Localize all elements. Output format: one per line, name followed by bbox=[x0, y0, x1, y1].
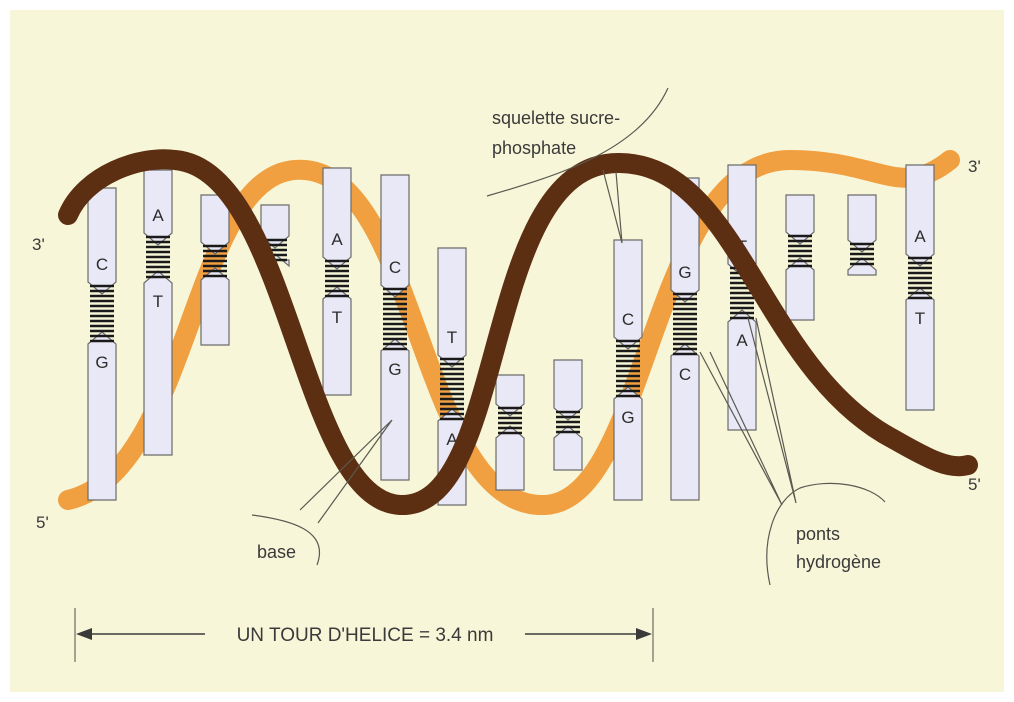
base-letter-bottom: G bbox=[95, 353, 108, 372]
base-pair: AT bbox=[144, 170, 172, 455]
base-pair: GC bbox=[671, 178, 699, 500]
base-pair: CG bbox=[88, 188, 116, 500]
base-bottom bbox=[906, 288, 934, 410]
hbond-label-line1: ponts bbox=[796, 524, 840, 544]
base-top bbox=[614, 240, 642, 349]
base-letter-top: A bbox=[914, 227, 926, 246]
base-bottom bbox=[323, 287, 351, 395]
base-letter-bottom: A bbox=[736, 331, 748, 350]
hbond-label-line2: hydrogène bbox=[796, 552, 881, 572]
base-letter-top: C bbox=[96, 255, 108, 274]
strand-end-right-top: 3' bbox=[968, 157, 981, 176]
base-pair bbox=[848, 195, 876, 275]
base-top bbox=[906, 165, 934, 266]
base-letter-top: G bbox=[678, 263, 691, 282]
base-pair: AT bbox=[906, 165, 934, 410]
base-top bbox=[381, 175, 409, 297]
base-label: base bbox=[257, 542, 296, 562]
hydrogen-bonds bbox=[908, 258, 932, 298]
base-letter-bottom: T bbox=[332, 308, 342, 327]
base-letter-bottom: G bbox=[388, 360, 401, 379]
base-bottom bbox=[201, 268, 229, 345]
base-letter-bottom: T bbox=[153, 292, 163, 311]
base-letter-top: C bbox=[622, 310, 634, 329]
hydrogen-bonds bbox=[440, 359, 464, 419]
strand-end-right-bottom: 5' bbox=[968, 475, 981, 494]
backbone-label-line2: phosphate bbox=[492, 138, 576, 158]
hydrogen-bonds bbox=[383, 289, 407, 349]
base-letter-top: A bbox=[152, 206, 164, 225]
strand-end-left-bottom: 5' bbox=[36, 513, 49, 532]
base-pair bbox=[496, 375, 524, 490]
base-letter-top: C bbox=[389, 258, 401, 277]
base-top bbox=[323, 168, 351, 269]
backbone-label-line1: squelette sucre- bbox=[492, 108, 620, 128]
base-bottom bbox=[496, 426, 524, 490]
base-pair: AT bbox=[323, 168, 351, 395]
base-pair bbox=[201, 195, 229, 345]
hydrogen-bonds bbox=[203, 246, 227, 276]
base-letter-bottom: T bbox=[915, 309, 925, 328]
base-pair: CG bbox=[614, 240, 642, 500]
hydrogen-bonds bbox=[673, 294, 697, 354]
base-top bbox=[438, 248, 466, 367]
base-letter-top: T bbox=[447, 328, 457, 347]
hydrogen-bonds bbox=[146, 237, 170, 277]
base-bottom bbox=[614, 387, 642, 500]
hydrogen-bonds bbox=[788, 236, 812, 266]
base-bottom bbox=[786, 258, 814, 320]
base-letter-bottom: C bbox=[679, 365, 691, 384]
base-top bbox=[88, 188, 116, 294]
base-letter-bottom: G bbox=[621, 408, 634, 427]
scale-label: UN TOUR D'HELICE = 3.4 nm bbox=[237, 625, 494, 646]
base-pair: TA bbox=[728, 165, 756, 430]
strand-end-left-top: 3' bbox=[32, 235, 45, 254]
base-letter-top: A bbox=[331, 230, 343, 249]
